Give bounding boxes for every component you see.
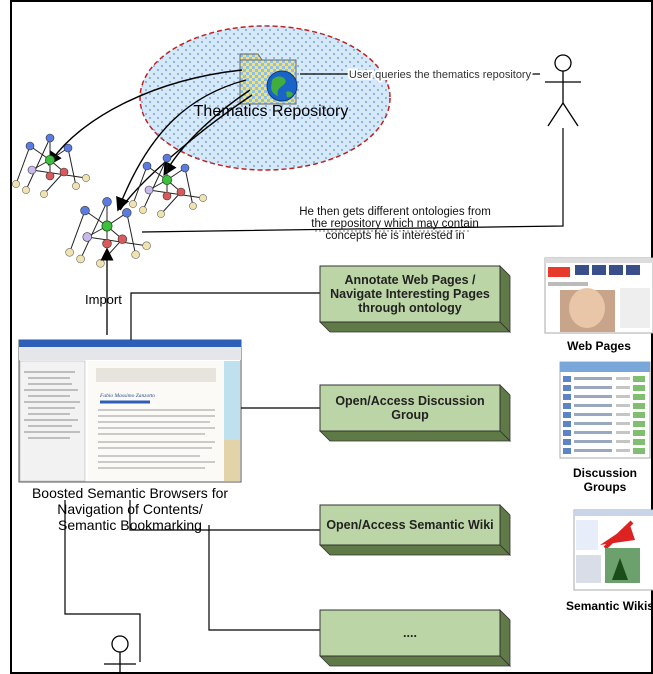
repository-folder-icon — [239, 53, 298, 105]
browser-caption: Boosted Semantic Browsers forNavigation … — [32, 485, 228, 533]
query-annotation: User queries the thematics repository — [349, 69, 532, 81]
target-caption: Semantic Wikis — [566, 599, 653, 613]
action-box: Open/Access Semantic Wiki — [319, 504, 511, 556]
diagram-frame — [10, 0, 653, 674]
repository-label: Thematics Repository — [194, 103, 349, 120]
browser-caption-line: Semantic Bookmarking — [58, 517, 202, 533]
ontology-graph — [65, 197, 151, 268]
import-label: Import — [85, 292, 122, 307]
browser-caption-line: Navigation of Contents/ — [57, 501, 203, 517]
action-box-label: Open/Access Discussion — [335, 394, 484, 408]
action-box-label: Open/Access Semantic Wiki — [326, 518, 493, 532]
ontology-return-annotation: He then gets different ontologies fromth… — [299, 206, 491, 242]
connector-lines — [64, 292, 320, 662]
ontology-return-line — [141, 128, 564, 233]
action-box: Annotate Web Pages /Navigate Interesting… — [319, 265, 511, 333]
action-box-label: Annotate Web Pages / — [344, 273, 476, 287]
target-caption: Discussion — [573, 466, 637, 480]
target-caption: Groups — [584, 480, 627, 494]
browser-page-heading: Fabio Massimo Zanzotto — [99, 393, 155, 399]
repository-to-ontologies-curves — [47, 69, 253, 212]
action-boxes: Annotate Web Pages /Navigate Interesting… — [319, 265, 511, 667]
web-pages-thumbnail — [544, 257, 653, 334]
thematics-repository — [139, 25, 391, 171]
ontology-return-text: concepts he is interested in — [325, 230, 464, 242]
browser-caption-line: Boosted Semantic Browsers for — [32, 485, 228, 501]
target-caption: Web Pages — [567, 339, 631, 353]
ontology-graph — [129, 153, 207, 218]
ontology-graph — [12, 133, 90, 198]
action-box-label: through ontology — [358, 301, 461, 315]
action-box: .... — [319, 609, 511, 667]
discussion-groups-thumbnail — [559, 361, 651, 459]
ontology-graphs — [12, 133, 207, 268]
action-box-label: .... — [403, 626, 417, 640]
browser-screenshot — [18, 339, 242, 483]
action-box-label: Group — [391, 408, 429, 422]
user-icon-bottom — [104, 635, 136, 674]
ontology-return-text: He then gets different ontologies from — [299, 206, 491, 218]
user-icon-top — [545, 54, 581, 127]
ontology-return-text: the repository which may contain — [311, 218, 478, 230]
action-box-label: Navigate Interesting Pages — [330, 287, 490, 301]
semantic-wikis-thumbnail — [573, 509, 653, 591]
